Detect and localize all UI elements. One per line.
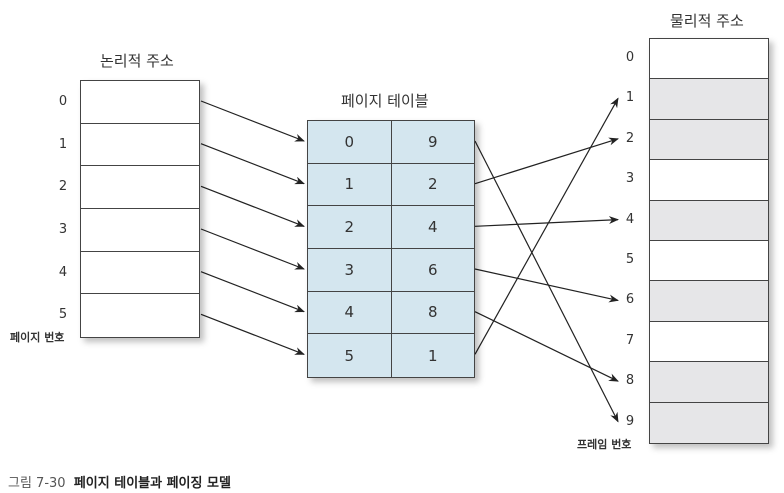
- physical-frame-row: [650, 240, 768, 282]
- table-to-frame-arrow: [474, 140, 619, 423]
- physical-frame-row: [650, 402, 768, 443]
- physical-frame-row: [650, 39, 768, 80]
- frame-number: 6: [625, 292, 635, 308]
- figure-number: 그림 7-30: [8, 476, 66, 491]
- physical-frame-row: [650, 200, 768, 241]
- page-number: 0: [58, 94, 68, 109]
- page-table-title: 페이지 테이블: [341, 92, 429, 110]
- frame-number-label: 프레임 번호: [577, 438, 632, 451]
- page-table-page-cell: 2: [308, 206, 392, 248]
- page-table-frame-cell: 9: [427, 132, 438, 151]
- page-table-page-cell: 0: [308, 121, 392, 163]
- page-table-page-cell: 4: [308, 291, 392, 334]
- page-table-frame-cell: 8: [427, 303, 438, 322]
- logical-to-table-arrow: [200, 185, 305, 227]
- logical-page-row: [81, 81, 199, 124]
- physical-address-box: [649, 38, 769, 444]
- logical-page-row: [81, 252, 199, 295]
- physical-frame-row: [650, 79, 768, 120]
- table-to-frame-arrow: [474, 137, 619, 185]
- logical-page-row: [81, 166, 199, 209]
- page-number: 2: [58, 179, 68, 195]
- page-table-page-cell: 5: [308, 334, 392, 377]
- page-table-frame-cell: 2: [427, 175, 438, 194]
- logical-to-table-arrow: [200, 313, 305, 355]
- frame-number: 5: [625, 252, 635, 267]
- page-number: 4: [58, 264, 68, 280]
- figure-title: 페이지 테이블과 페이징 모델: [73, 476, 231, 491]
- figure-caption: 그림 7-30 페이지 테이블과 페이징 모델: [8, 472, 231, 491]
- table-to-frame-arrow: [474, 97, 619, 355]
- page-number: 5: [58, 307, 68, 323]
- page-number: 3: [58, 222, 68, 237]
- logical-to-table-arrow: [200, 271, 305, 313]
- physical-address-title: 물리적 주소: [670, 12, 744, 30]
- frame-number: 9: [625, 413, 635, 429]
- page-table-page-cell: 3: [308, 248, 392, 291]
- logical-page-row: [81, 294, 199, 337]
- frame-number: 0: [625, 50, 635, 65]
- page-table-frame-cell: 1: [427, 346, 438, 365]
- page-table-frame-cell: 4: [427, 218, 438, 237]
- frame-number: 7: [625, 332, 635, 348]
- logical-address-box: [80, 80, 200, 338]
- page-number: 1: [58, 136, 68, 152]
- logical-page-row: [81, 209, 199, 252]
- frame-number: 8: [625, 373, 635, 389]
- physical-frame-row: [650, 160, 768, 201]
- logical-address-title: 논리적 주소: [100, 52, 174, 70]
- physical-frame-row: [650, 321, 768, 363]
- frame-number: 4: [625, 211, 635, 227]
- logical-to-table-arrow: [200, 100, 305, 142]
- physical-frame-row: [650, 362, 768, 403]
- frame-number: 3: [625, 171, 635, 187]
- logical-to-table-arrow: [200, 228, 305, 270]
- page-table-frame-cell: 6: [427, 260, 438, 279]
- frame-number: 1: [625, 90, 635, 106]
- table-to-frame-arrow: [474, 268, 619, 303]
- logical-page-row: [81, 124, 199, 167]
- physical-frame-row: [650, 119, 768, 161]
- page-number-label: 페이지 번호: [10, 331, 65, 344]
- table-to-frame-arrow: [474, 216, 619, 227]
- table-to-frame-arrow: [474, 311, 619, 382]
- logical-to-table-arrow: [200, 143, 305, 185]
- physical-frame-row: [650, 281, 768, 322]
- page-table-page-cell: 1: [308, 163, 392, 206]
- frame-number: 2: [625, 130, 635, 146]
